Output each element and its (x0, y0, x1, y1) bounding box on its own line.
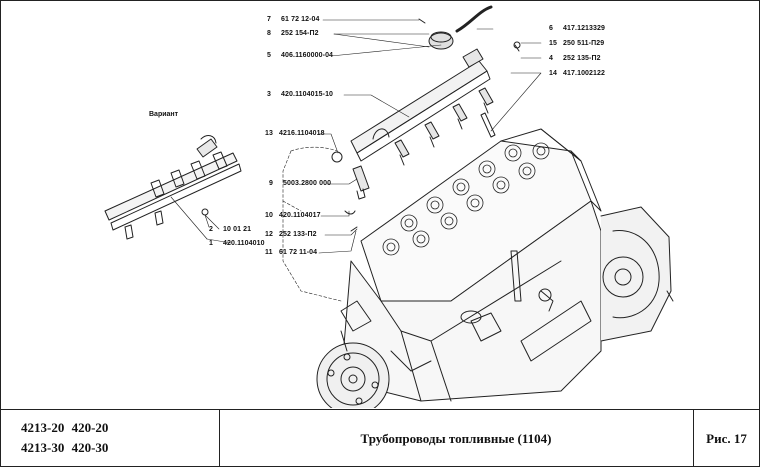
variant-label: Вариант (149, 111, 179, 118)
callout-13: 13 4216.1104018 (265, 130, 325, 137)
callout-3: 3 420.1104015-10 (267, 91, 334, 98)
figure-number: Рис. 17 (706, 430, 747, 446)
leader-lines (204, 19, 542, 254)
engine-fuel-lines-illustration (104, 5, 674, 408)
injector-drawing (331, 151, 370, 232)
callout-15: 15 250 511-П29 (549, 40, 605, 47)
callout-14: 14 417.1002122 (549, 70, 606, 77)
callout-9: 9 5003.2800 000 (269, 180, 332, 187)
variant-fuel-rail-drawing (104, 135, 242, 240)
callout-10: 10 420.1104017 (265, 212, 321, 219)
callout-1: 1 420.1104010 (209, 240, 265, 247)
figure-number-cell: Рис. 17 (694, 410, 759, 466)
callout-5: 5 406.1160000-04 (267, 52, 334, 59)
callout-8: 8 252 154-П2 (267, 30, 319, 37)
callout-7: 7 61 72 12-04 (267, 16, 320, 23)
callout-4: 4 252 135-П2 (549, 55, 601, 62)
main-fuel-rail-drawing (350, 5, 521, 166)
title-block: 4213-20 420-20 4213-30 420-30 Трубопрово… (1, 409, 759, 466)
callout-2: 2 10 01 21 (209, 226, 252, 233)
model-numbers-cell: 4213-20 420-20 4213-30 420-30 (1, 410, 220, 466)
reference-outline (282, 146, 342, 302)
model-numbers-line-1: 4213-20 420-20 (21, 420, 109, 435)
engine-drawing (316, 128, 674, 408)
callout-11: 11 61 72 11-04 (265, 249, 318, 256)
drawing-title-cell: Трубопроводы топливные (1104) (219, 410, 694, 466)
model-numbers-line-2: 4213-30 420-30 (21, 440, 109, 455)
callout-6: 6 417.1213329 (549, 25, 606, 32)
callout-12: 12 252 133-П2 (265, 231, 317, 238)
drawing-title: Трубопроводы топливные (1104) (360, 430, 552, 446)
